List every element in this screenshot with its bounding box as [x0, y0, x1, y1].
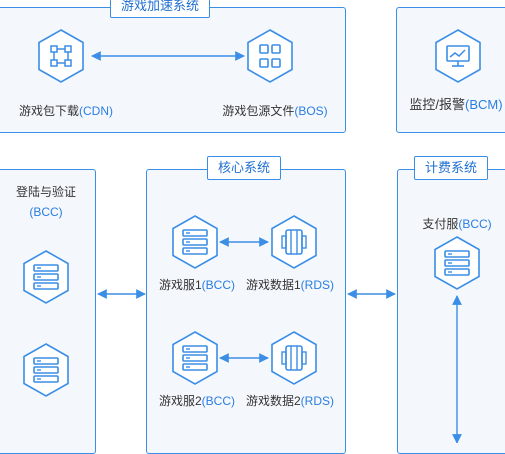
- core-panel-title: 核心系统: [207, 156, 282, 180]
- database-icon: [270, 330, 318, 386]
- game-data-1-label: 游戏数据1(RDS): [245, 278, 335, 292]
- game-server-2-label: 游戏服2(BCC): [158, 394, 236, 408]
- game-data-2-label: 游戏数据2(RDS): [245, 394, 335, 408]
- server-icon: [22, 342, 70, 398]
- database-icon: [270, 214, 318, 270]
- bcm-label: 监控/报警(BCM): [409, 97, 503, 112]
- login-label: 登陆与验证 (BCC): [15, 185, 77, 219]
- game-server-1-label: 游戏服1(BCC): [158, 278, 236, 292]
- core-panel: [146, 169, 346, 454]
- bos-label: 游戏包源文件(BOS): [222, 104, 328, 118]
- billing-panel: [397, 169, 505, 454]
- acceleration-panel-title: 游戏加速系统: [110, 0, 211, 18]
- cdn-label: 游戏包下载(CDN): [18, 104, 114, 118]
- login-panel: [0, 169, 96, 454]
- connectors: [91, 51, 462, 443]
- server-icon: [433, 235, 481, 291]
- monitor-chart-icon: [434, 28, 482, 84]
- billing-panel-title: 计费系统: [414, 156, 489, 180]
- server-icon: [171, 330, 219, 386]
- network-nodes-icon: [37, 28, 85, 84]
- server-icon: [22, 249, 70, 305]
- server-icon: [171, 214, 219, 270]
- payment-server-label: 支付服(BCC): [422, 217, 492, 231]
- grid-squares-icon: [246, 28, 294, 84]
